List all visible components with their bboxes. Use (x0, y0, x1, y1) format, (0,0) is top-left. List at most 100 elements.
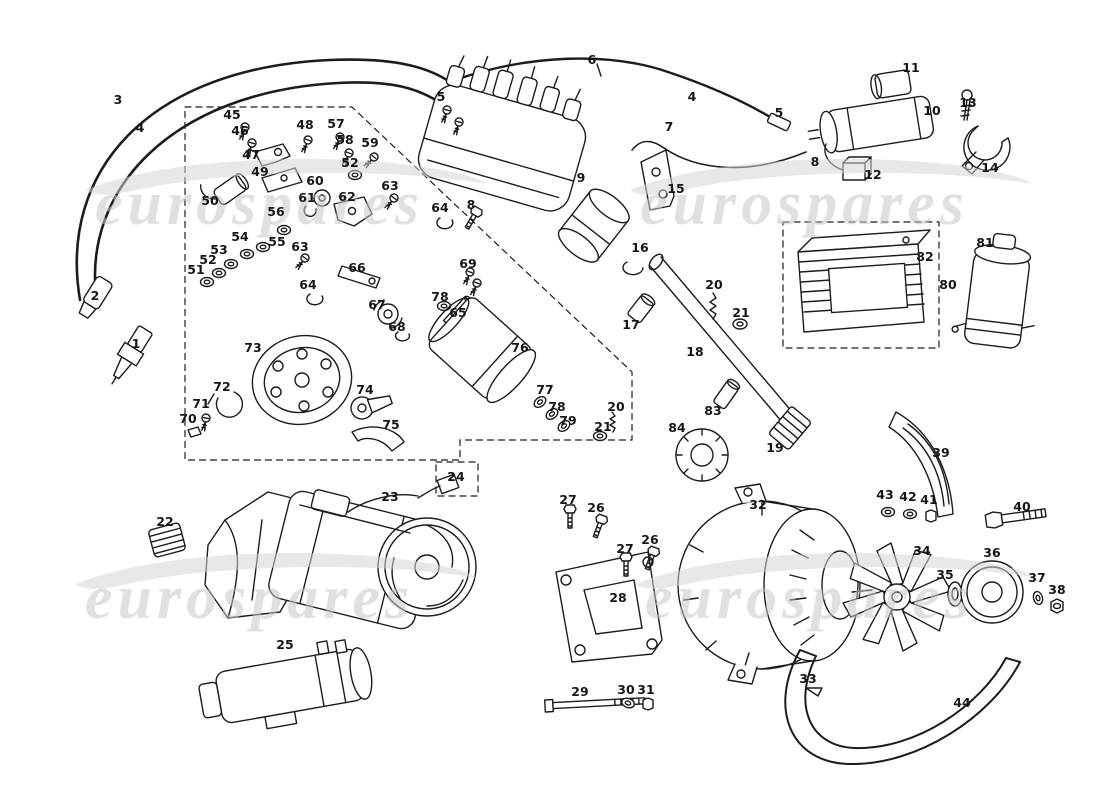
part-number-label: 4 (136, 120, 145, 135)
watermark-swoosh-icon (75, 553, 477, 589)
part-number-label: 57 (327, 116, 344, 131)
part-number-label: 2 (91, 288, 100, 303)
part-number-label: 26 (641, 532, 659, 547)
part-number-label: 64 (431, 200, 449, 215)
part-number-label: 37 (1028, 570, 1045, 585)
part-number-label: 46 (231, 123, 249, 138)
clamp-bolt-drawing (960, 89, 973, 121)
nut-drawing (642, 697, 654, 711)
part-number-label: 76 (511, 340, 529, 355)
part-number-label: 77 (536, 382, 553, 397)
part-number-label: 45 (223, 107, 240, 122)
part-number-label: 53 (210, 242, 227, 257)
part-number-label: 44 (953, 695, 971, 710)
part-number-label: 83 (704, 403, 721, 418)
woodruff-key-drawing (805, 687, 823, 697)
part-number-label: 16 (631, 240, 649, 255)
part-number-label: 51 (187, 262, 204, 277)
part-number-label: 81 (976, 235, 993, 250)
watermark: eurospares (75, 553, 477, 632)
ignition-coil-horizontal-drawing (807, 69, 935, 154)
part-number-label: 40 (1013, 499, 1031, 514)
distributor-body-drawing (557, 188, 656, 324)
starter-connector-drawing (417, 461, 479, 499)
part-number-label: 28 (609, 590, 626, 605)
arm-nut-drawing (925, 509, 937, 523)
part-number-label: 63 (291, 239, 308, 254)
spark-plug-drawing (111, 325, 153, 385)
ht-lead-drawing (453, 57, 792, 132)
part-number-label: 73 (244, 340, 261, 355)
watermark: eurospares (85, 159, 487, 238)
plug-boot-drawing (78, 275, 113, 319)
part-number-label: 35 (936, 567, 953, 582)
part-number-label: 17 (622, 317, 639, 332)
pulley-drawing (947, 560, 1024, 624)
part-number-label: 24 (447, 469, 465, 484)
part-number-label: 52 (199, 252, 216, 267)
part-number-label: 66 (348, 260, 366, 275)
part-number-label: 69 (459, 256, 476, 271)
distributor-cap-drawing (417, 55, 587, 212)
part-number-label: 82 (916, 249, 933, 264)
part-number-label: 22 (156, 514, 173, 529)
part-number-label: 5 (775, 105, 784, 120)
part-number-label: 21 (732, 305, 749, 320)
line-art-layer (75, 55, 1064, 766)
watermark-text: eurospares (640, 170, 969, 238)
coupling-drawing (675, 378, 741, 482)
part-number-label: 1 (132, 336, 141, 351)
part-number-label: 61 (298, 190, 315, 205)
part-number-label: 39 (932, 445, 949, 460)
part-number-label: 7 (665, 119, 674, 134)
part-number-label: 36 (983, 545, 1001, 560)
part-number-label: 27 (559, 492, 576, 507)
part-number-label: 38 (1048, 582, 1065, 597)
watermark-layer: eurospares eurospares eurospares eurospares (75, 159, 1037, 632)
spring-washer-drawing (709, 292, 748, 330)
assembly-dashed-boundary (184, 106, 633, 461)
regulator-dashed-box (782, 221, 940, 349)
part-number-label: 25 (276, 637, 293, 652)
watermark: eurospares (635, 553, 1037, 632)
watermark: eurospares (630, 159, 1032, 238)
part-number-label: 62 (338, 189, 355, 204)
part-number-label: 74 (356, 382, 374, 397)
part-number-label: 20 (607, 399, 625, 414)
part-number-label: 8 (811, 154, 820, 169)
part-number-label: 58 (336, 132, 353, 147)
part-number-label: 34 (913, 543, 931, 558)
part-number-label: 23 (381, 489, 398, 504)
solenoid-drawing (198, 639, 373, 730)
part-number-label: 11 (902, 60, 919, 75)
watermark-text: eurospares (645, 564, 974, 632)
part-number-label: 71 (192, 396, 209, 411)
part-number-label: 15 (667, 181, 684, 196)
part-number-label: 9 (577, 170, 586, 185)
pivot-bolt-drawing (984, 508, 1047, 529)
part-number-label: 63 (381, 178, 398, 193)
part-number-label: 32 (749, 497, 766, 512)
part-number-label: 79 (559, 413, 576, 428)
drive-shaft-drawing (648, 253, 812, 450)
part-number-label: 50 (201, 193, 219, 208)
pulley-nut-drawing (1050, 598, 1064, 614)
part-number-label: 43 (876, 487, 893, 502)
part-number-label: 33 (799, 671, 816, 686)
part-number-label: 78 (431, 289, 448, 304)
ignition-coil-vertical-drawing (951, 232, 1035, 349)
part-number-label: 19 (766, 440, 783, 455)
part-number-label: 78 (548, 399, 565, 414)
part-number-label: 54 (231, 229, 249, 244)
part-number-label: 31 (637, 682, 654, 697)
watermark-swoosh-icon (85, 159, 487, 195)
part-number-label: 59 (361, 135, 378, 150)
part-number-label: 68 (388, 319, 405, 334)
part-number-label: 52 (341, 155, 358, 170)
fan-drawing (842, 542, 952, 652)
part-number-label: 48 (296, 117, 313, 132)
alternator-drawing (677, 483, 873, 685)
part-number-label: 20 (705, 277, 723, 292)
part-number-label: 42 (899, 489, 916, 504)
